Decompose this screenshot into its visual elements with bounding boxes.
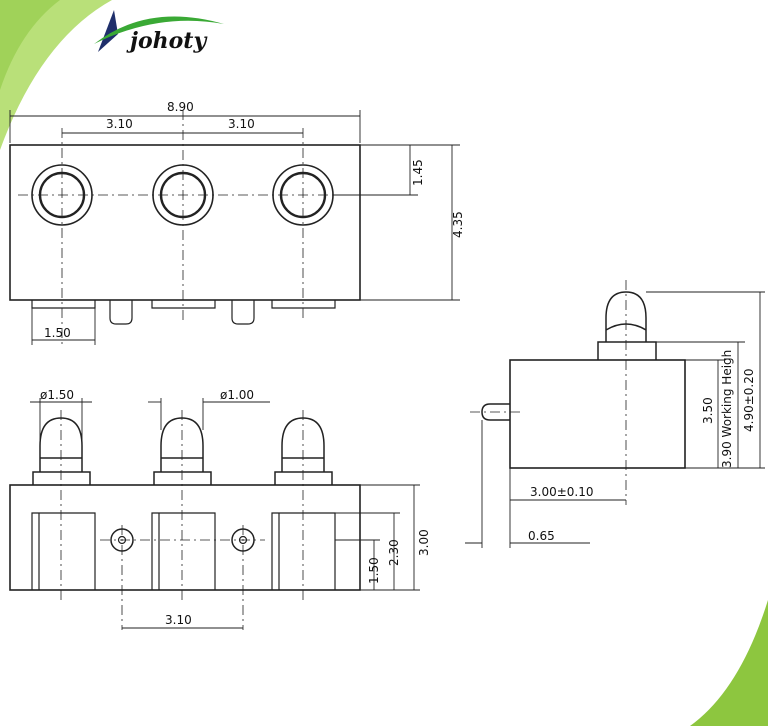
dim-working-height: 3.90 Working Heigh xyxy=(720,350,734,468)
side-view-post xyxy=(481,403,510,421)
top-view-centerlines xyxy=(18,110,352,345)
pin-left xyxy=(32,417,91,485)
dim-pitch-left: 3.10 xyxy=(106,117,133,131)
dimension-labels: 8.90 3.10 3.10 1.45 4.35 1.50 ø1.50 ø1.0… xyxy=(40,100,756,627)
company-logo: johoty xyxy=(94,10,224,54)
dim-pitch-right: 3.10 xyxy=(228,117,255,131)
top-view-tabs xyxy=(31,300,336,325)
front-view-slots xyxy=(31,512,336,590)
dim-compressed-height: 3.50 xyxy=(701,397,715,424)
top-view xyxy=(9,110,460,345)
top-view-post-left xyxy=(109,300,133,325)
top-view-post-right xyxy=(231,300,255,325)
dim-height-total: 3.00 xyxy=(417,529,431,556)
dim-pin-diameter: ø1.50 xyxy=(40,388,74,402)
top-view-body xyxy=(9,144,361,301)
hole-left-inner xyxy=(38,171,86,219)
top-view-holes xyxy=(31,164,334,226)
hole-left-outer xyxy=(31,164,93,226)
dim-post-offset: 0.65 xyxy=(528,529,555,543)
logo-text: johoty xyxy=(126,28,208,54)
dim-tab-width: 1.50 xyxy=(44,326,71,340)
dim-height-mid: 2.30 xyxy=(387,539,401,566)
dim-height-low: 1.50 xyxy=(367,557,381,584)
side-view-body xyxy=(509,359,686,469)
dim-body-depth: 3.00±0.10 xyxy=(530,485,594,499)
dim-overall-width: 8.90 xyxy=(167,100,194,114)
dim-post-pitch: 3.10 xyxy=(165,613,192,627)
side-view-centerlines xyxy=(470,280,627,505)
top-view-dimensions xyxy=(9,110,460,345)
side-view xyxy=(465,280,765,548)
pin-mid xyxy=(153,417,212,485)
pin-right xyxy=(274,417,333,485)
front-view-centerlines xyxy=(60,410,304,630)
dim-height: 4.35 xyxy=(451,211,465,238)
hole-right-inner xyxy=(279,171,327,219)
logo-arrow-icon xyxy=(98,10,118,52)
front-view-pins xyxy=(32,417,333,485)
dim-free-height: 4.90±0.20 xyxy=(742,369,756,433)
logo-swoosh-icon xyxy=(94,16,224,44)
front-view xyxy=(9,398,420,630)
front-view-body xyxy=(9,484,361,591)
side-view-dimensions xyxy=(465,291,765,548)
side-view-collar xyxy=(597,341,657,360)
dim-hole-offset: 1.45 xyxy=(411,159,425,186)
dim-tip-diameter: ø1.00 xyxy=(220,388,254,402)
hole-mid-inner xyxy=(159,171,207,219)
front-view-dimensions xyxy=(30,398,420,629)
hole-mid-outer xyxy=(152,164,214,226)
